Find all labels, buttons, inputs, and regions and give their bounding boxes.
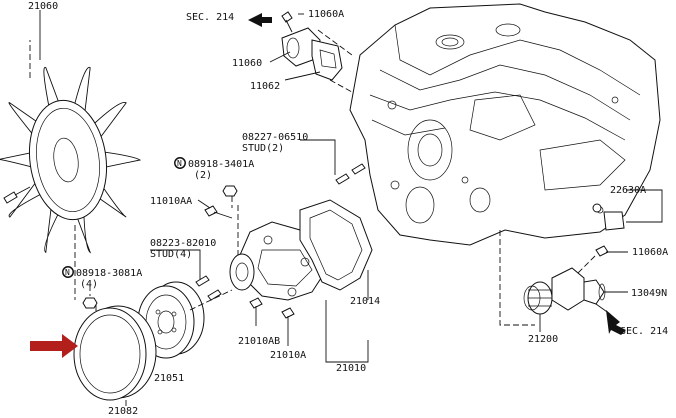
label-bolt-11010aa: 11010AA [150,196,192,207]
pump-bolt-icon [204,205,233,219]
fan-blade [96,150,142,170]
label-hose-13049n: 13049N [631,288,667,299]
label-sec214-bottom: SEC. 214 [620,326,668,337]
large-pulley [73,305,157,401]
highlight-arrow-icon [30,334,78,358]
label-bolt-11060a-right: 11060A [632,247,668,258]
label-bolt-21010ab: 21010AB [238,336,280,347]
label-thermostat-21200: 21200 [528,334,558,345]
label-outlet-11060: 11060 [232,58,262,69]
label-bolt-11060a-top: 11060A [308,9,344,20]
label-sec214-top: SEC. 214 [186,12,234,23]
cooling-fan [0,67,142,254]
fan-bolt-icon [3,186,31,204]
label-bolt-21010a: 21010A [270,350,306,361]
outlet-bolt-icon [281,11,293,33]
pump-gasket [299,199,373,291]
label-pump-21010: 21010 [336,363,366,374]
label-pulley-21051: 21051 [154,373,184,384]
label-nut-08918-3401a-qty: (2) [194,170,212,181]
label-circle-n-2: N [65,268,70,277]
engine-block [349,3,661,246]
temperature-sensor [592,203,625,231]
label-stud-08223: 08223-82010 [150,238,216,249]
water-outlet [281,27,343,81]
thermostat-housing [551,267,606,311]
label-stud-08223-sub: STUD(4) [150,249,192,260]
label-gasket-11062: 11062 [250,81,280,92]
label-nut-08918-3081a: 08918-3081A [76,268,142,279]
label-pulley-21082: 21082 [108,406,138,417]
sec214-top-arrow-icon [248,13,272,27]
label-circle-n-1: N [177,159,182,168]
label-nut-08918-3081a-qty: (4) [80,279,98,290]
label-fan: 21060 [28,1,58,12]
bolt-21010-icon [249,297,295,346]
label-stud-08227: 08227-06510 [242,132,308,143]
label-gasket-21014: 21014 [350,296,380,307]
label-sensor-22630a: 22630A [610,185,646,196]
nut-icon [174,157,238,197]
label-stud-08227-sub: STUD(2) [242,143,284,154]
stud-icon [335,163,366,185]
label-nut-08918-3401a: 08918-3401A [188,159,254,170]
thermostat [523,281,553,315]
sec214-bottom-arrow-icon [606,310,626,335]
